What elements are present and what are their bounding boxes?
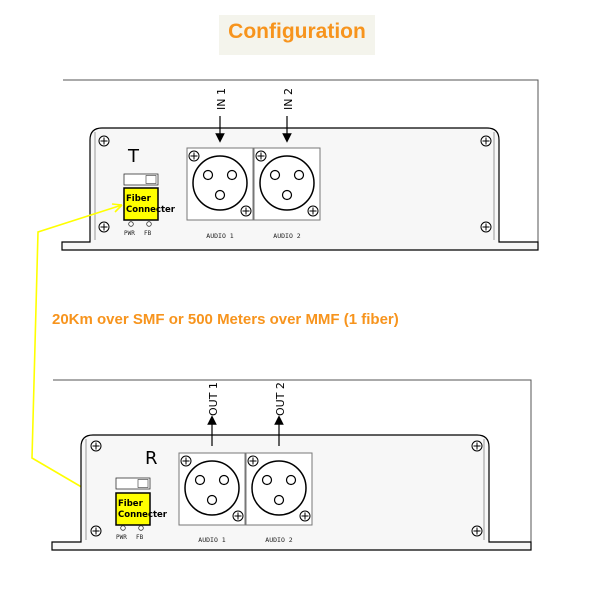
- laser-warning-label: [123, 173, 159, 186]
- screw-icon: [98, 135, 110, 147]
- in-1-label: IN 1: [215, 88, 228, 110]
- fb-led-label: FB: [144, 230, 152, 237]
- xlr-connector-icon: [254, 148, 320, 220]
- laser-warning-icon: [145, 175, 157, 184]
- fb-led-icon: [146, 221, 152, 227]
- out-1-label: OUT 1: [207, 382, 220, 416]
- pwr-led-label: PWR: [116, 534, 127, 541]
- xlr-connector-icon: [246, 453, 312, 525]
- fiber-connector-label-line1: Fiber: [118, 499, 144, 509]
- fiber-connector-label-line2: Connecter: [118, 510, 168, 520]
- audio-1-label: AUDIO 1: [206, 232, 233, 240]
- pwr-led-icon: [120, 525, 126, 531]
- xlr-connector-icon: [179, 453, 245, 525]
- screw-icon: [471, 525, 483, 537]
- screw-icon: [98, 221, 110, 233]
- screw-icon: [90, 525, 102, 537]
- fiber-connector-label-line2: Connecter: [126, 205, 176, 215]
- page-title: Configuration: [228, 20, 366, 43]
- screw-icon: [471, 440, 483, 452]
- title-background: [219, 15, 375, 55]
- fiber-distance-label: 20Km over SMF or 500 Meters over MMF (1 …: [52, 311, 399, 328]
- transmitter-unit: T Fiber Connecter PWR FB AUDIO 1 AUDIO 2…: [61, 79, 539, 251]
- audio-1-label: AUDIO 1: [198, 536, 225, 544]
- screw-icon: [480, 221, 492, 233]
- pwr-led-icon: [128, 221, 134, 227]
- fiber-link-arrow-icon: [111, 203, 123, 213]
- fb-led-label: FB: [136, 534, 144, 541]
- fiber-link-line: [31, 204, 123, 507]
- screw-icon: [90, 440, 102, 452]
- screw-icon: [480, 135, 492, 147]
- transmitter-label: T: [127, 146, 140, 167]
- fiber-connector: [115, 492, 151, 526]
- receiver-unit: R Fiber Connecter PWR FB AUDIO 1 AUDIO 2…: [51, 379, 532, 551]
- laser-warning-icon: [137, 479, 149, 488]
- pwr-led-label: PWR: [124, 230, 135, 237]
- laser-warning-label: [115, 477, 151, 490]
- audio-2-label: AUDIO 2: [273, 232, 300, 240]
- receiver-label: R: [145, 448, 158, 469]
- fb-led-icon: [138, 525, 144, 531]
- out-2-label: OUT 2: [274, 382, 287, 416]
- audio-2-label: AUDIO 2: [265, 536, 292, 544]
- fiber-connector: [123, 187, 159, 221]
- xlr-connector-icon: [187, 148, 253, 220]
- in-2-label: IN 2: [282, 88, 295, 110]
- fiber-connector-label-line1: Fiber: [126, 194, 152, 204]
